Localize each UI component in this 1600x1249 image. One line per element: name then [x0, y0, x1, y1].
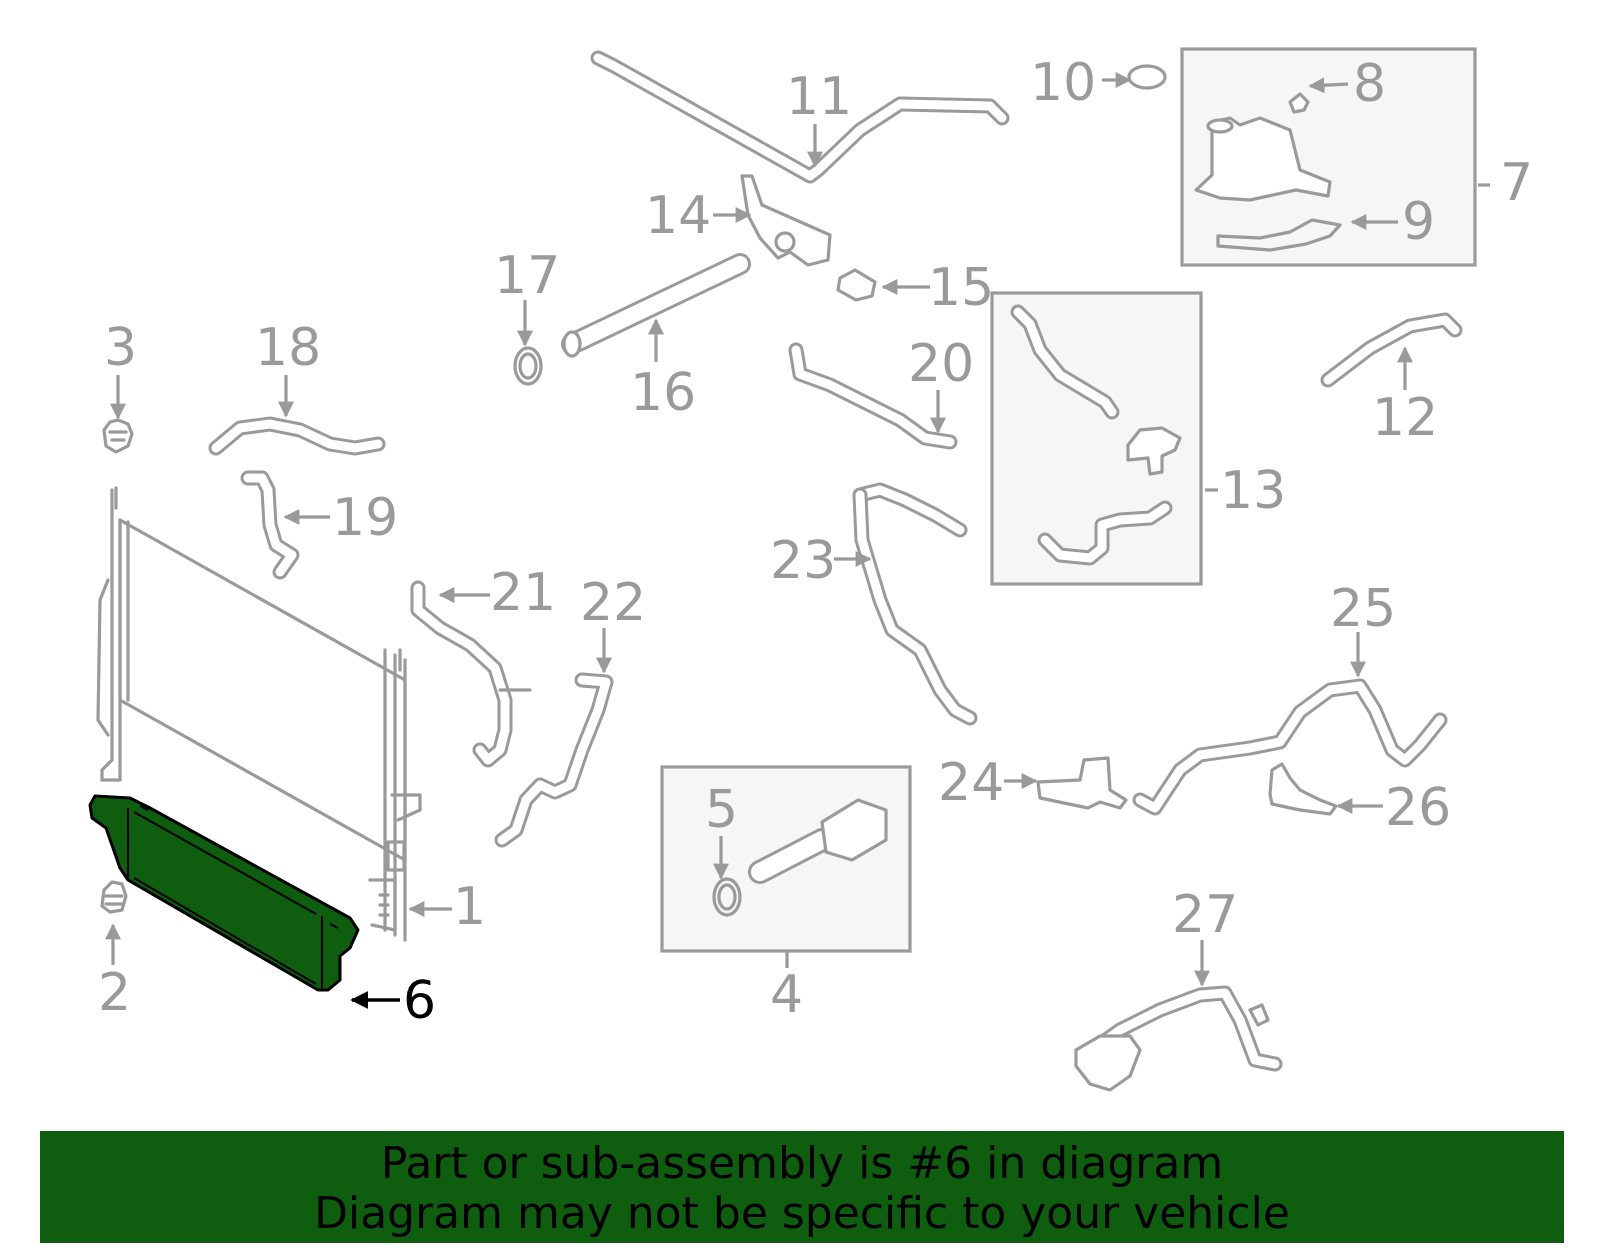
callout-7: 7 — [1500, 153, 1533, 213]
callout-27: 27 — [1172, 885, 1238, 945]
tube-part-11 — [590, 50, 1010, 184]
pump-part-24 — [1036, 756, 1128, 810]
callout-13: 13 — [1220, 461, 1286, 521]
hose-part-20 — [788, 342, 958, 450]
callout-10: 10 — [1030, 53, 1096, 113]
callout-12: 12 — [1372, 388, 1438, 448]
banner-line-disclaimer: Diagram may not be specific to your vehi… — [314, 1188, 1290, 1239]
oring-part-17 — [513, 346, 543, 386]
callout-20: 20 — [908, 334, 974, 394]
callout-24: 24 — [938, 753, 1004, 813]
gasket-part-15 — [836, 268, 877, 302]
callout-21: 21 — [490, 563, 556, 623]
banner-line-part: Part or sub-assembly is #6 in diagram — [380, 1138, 1224, 1189]
callout-3: 3 — [104, 318, 137, 378]
callout-8: 8 — [1353, 54, 1386, 114]
housing-part-14 — [740, 174, 832, 267]
box-part-13 — [990, 291, 1203, 586]
callout-labels: 1 2 3 4 5 6 7 8 9 10 11 12 13 14 15 16 1… — [98, 53, 1533, 1031]
hose-part-25 — [1132, 678, 1448, 816]
callout-17: 17 — [494, 246, 560, 306]
callout-19: 19 — [332, 488, 398, 548]
box-part-4 — [660, 765, 912, 953]
callout-26: 26 — [1385, 778, 1451, 838]
callout-16: 16 — [630, 363, 696, 423]
callout-2: 2 — [98, 963, 131, 1023]
hose-part-22 — [494, 672, 614, 848]
hose-part-12 — [1320, 312, 1463, 388]
callout-5: 5 — [705, 780, 738, 840]
radiator-part-1 — [96, 486, 422, 942]
callout-18: 18 — [255, 318, 321, 378]
pipe-part-16 — [561, 253, 751, 358]
info-banner: Part or sub-assembly is #6 in diagram Di… — [40, 1131, 1564, 1243]
callout-15: 15 — [928, 258, 994, 318]
callout-4: 4 — [770, 965, 803, 1025]
cooler-part-6-highlighted[interactable] — [88, 794, 360, 992]
cap-part-10 — [1127, 64, 1167, 90]
callout-6: 6 — [403, 971, 436, 1031]
hose-part-18 — [208, 416, 386, 456]
callout-11: 11 — [786, 67, 852, 127]
callout-9: 9 — [1402, 192, 1435, 252]
callout-14: 14 — [645, 186, 711, 246]
isolator-part-3 — [102, 418, 134, 454]
callout-22: 22 — [580, 573, 646, 633]
callout-25: 25 — [1330, 579, 1396, 639]
hose-part-21 — [410, 580, 532, 768]
hose-part-23 — [852, 482, 978, 726]
callout-1: 1 — [453, 877, 486, 937]
callout-23: 23 — [770, 531, 836, 591]
leader-lines — [105, 72, 1490, 1009]
hose-part-19 — [240, 470, 300, 580]
isolator-part-2 — [100, 880, 128, 914]
hose-part-27 — [1074, 985, 1283, 1092]
bracket-part-26 — [1268, 762, 1338, 816]
